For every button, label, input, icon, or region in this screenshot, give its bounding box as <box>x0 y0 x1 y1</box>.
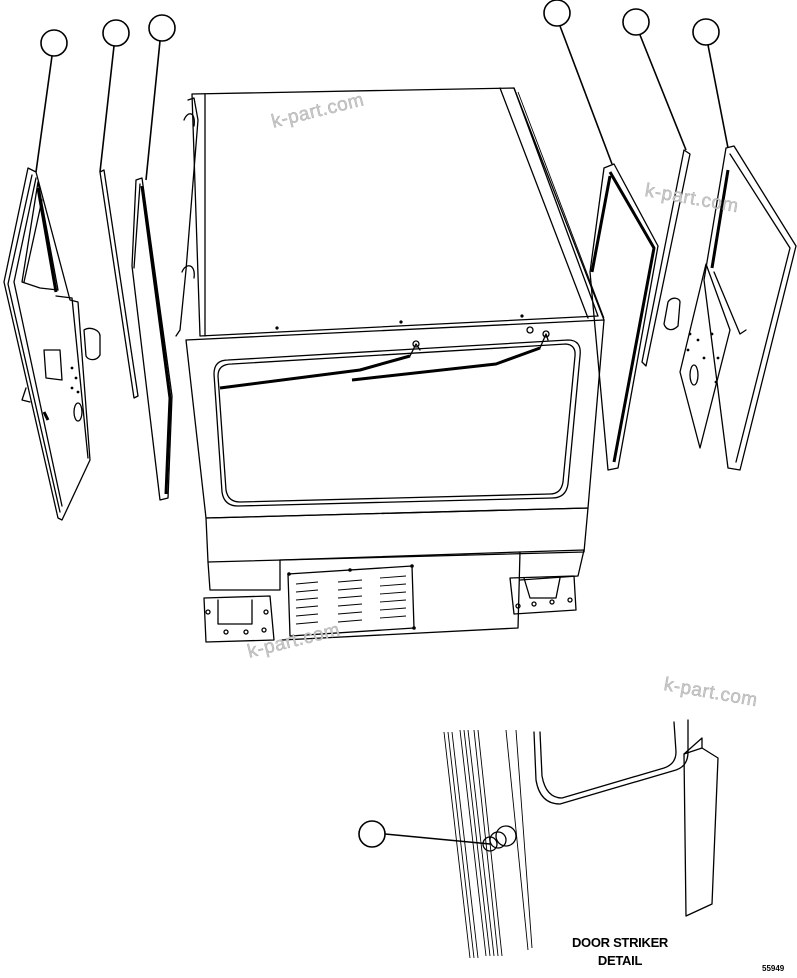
door-striker <box>482 825 517 852</box>
callout-left-glass[interactable] <box>148 14 176 42</box>
callout-door-striker[interactable] <box>358 820 386 848</box>
callout-left-seal[interactable] <box>102 19 130 47</box>
figure-number: 55949 <box>762 964 785 973</box>
right-door-glass <box>589 163 659 471</box>
callout-right-door[interactable] <box>692 18 720 46</box>
callout-right-glass[interactable] <box>543 0 571 27</box>
right-door-seal <box>641 149 691 367</box>
leader-lines <box>35 25 729 845</box>
windshield-wipers <box>219 326 550 390</box>
callout-left-door[interactable] <box>40 29 68 57</box>
detail-label-line1: DOOR STRIKER <box>571 935 669 950</box>
cab-body <box>175 87 605 643</box>
lower-vent-grille <box>287 564 416 637</box>
detail-label: DOOR STRIKER DETAIL <box>540 934 700 970</box>
callouts <box>40 0 720 848</box>
callout-right-seal[interactable] <box>622 8 650 36</box>
door-striker-detail <box>443 719 719 959</box>
right-door-assembly <box>663 145 797 471</box>
mounting-feet <box>203 575 577 643</box>
left-door-assembly <box>3 167 101 521</box>
detail-label-line2: DETAIL <box>597 953 643 968</box>
left-door-seal <box>99 169 139 399</box>
front-windshield <box>213 339 581 507</box>
left-door-glass <box>131 177 173 501</box>
